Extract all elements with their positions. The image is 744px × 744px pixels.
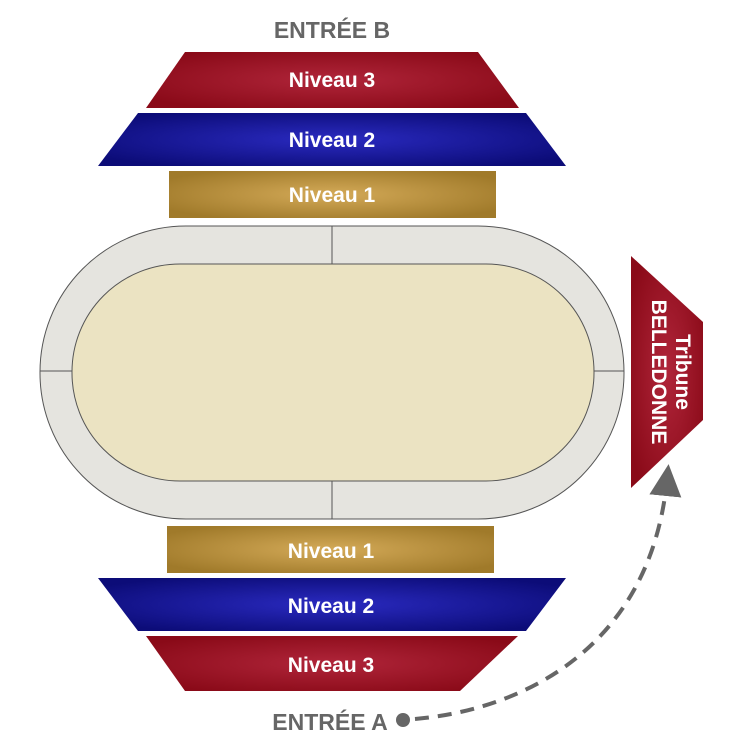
section-top-level-3[interactable]: Niveau 3	[146, 52, 519, 108]
tribune-belledonne[interactable]: Tribune BELLEDONNE	[631, 256, 703, 488]
section-bottom-level-1[interactable]: Niveau 1	[167, 526, 494, 573]
entrance-a-dot-icon	[396, 713, 410, 727]
entrance-a-label: ENTRÉE A	[272, 708, 387, 735]
section-label: Niveau 1	[288, 540, 375, 563]
section-label: Niveau 3	[288, 654, 374, 677]
section-label: Niveau 1	[289, 184, 376, 207]
field	[71, 263, 595, 482]
entrance-b-label: ENTRÉE B	[274, 16, 390, 43]
section-label: Niveau 2	[289, 129, 375, 152]
section-bottom-level-3[interactable]: Niveau 3	[146, 636, 518, 691]
tribune-label-line2: BELLEDONNE	[647, 300, 670, 445]
section-label: Niveau 2	[288, 595, 374, 618]
tribune-label-line1: Tribune	[671, 334, 694, 410]
route-arrow	[414, 464, 682, 721]
track	[39, 225, 625, 520]
section-top-level-2[interactable]: Niveau 2	[98, 113, 566, 166]
section-top-level-1[interactable]: Niveau 1	[169, 171, 496, 218]
section-label: Niveau 3	[289, 69, 375, 92]
section-bottom-level-2[interactable]: Niveau 2	[98, 578, 566, 631]
